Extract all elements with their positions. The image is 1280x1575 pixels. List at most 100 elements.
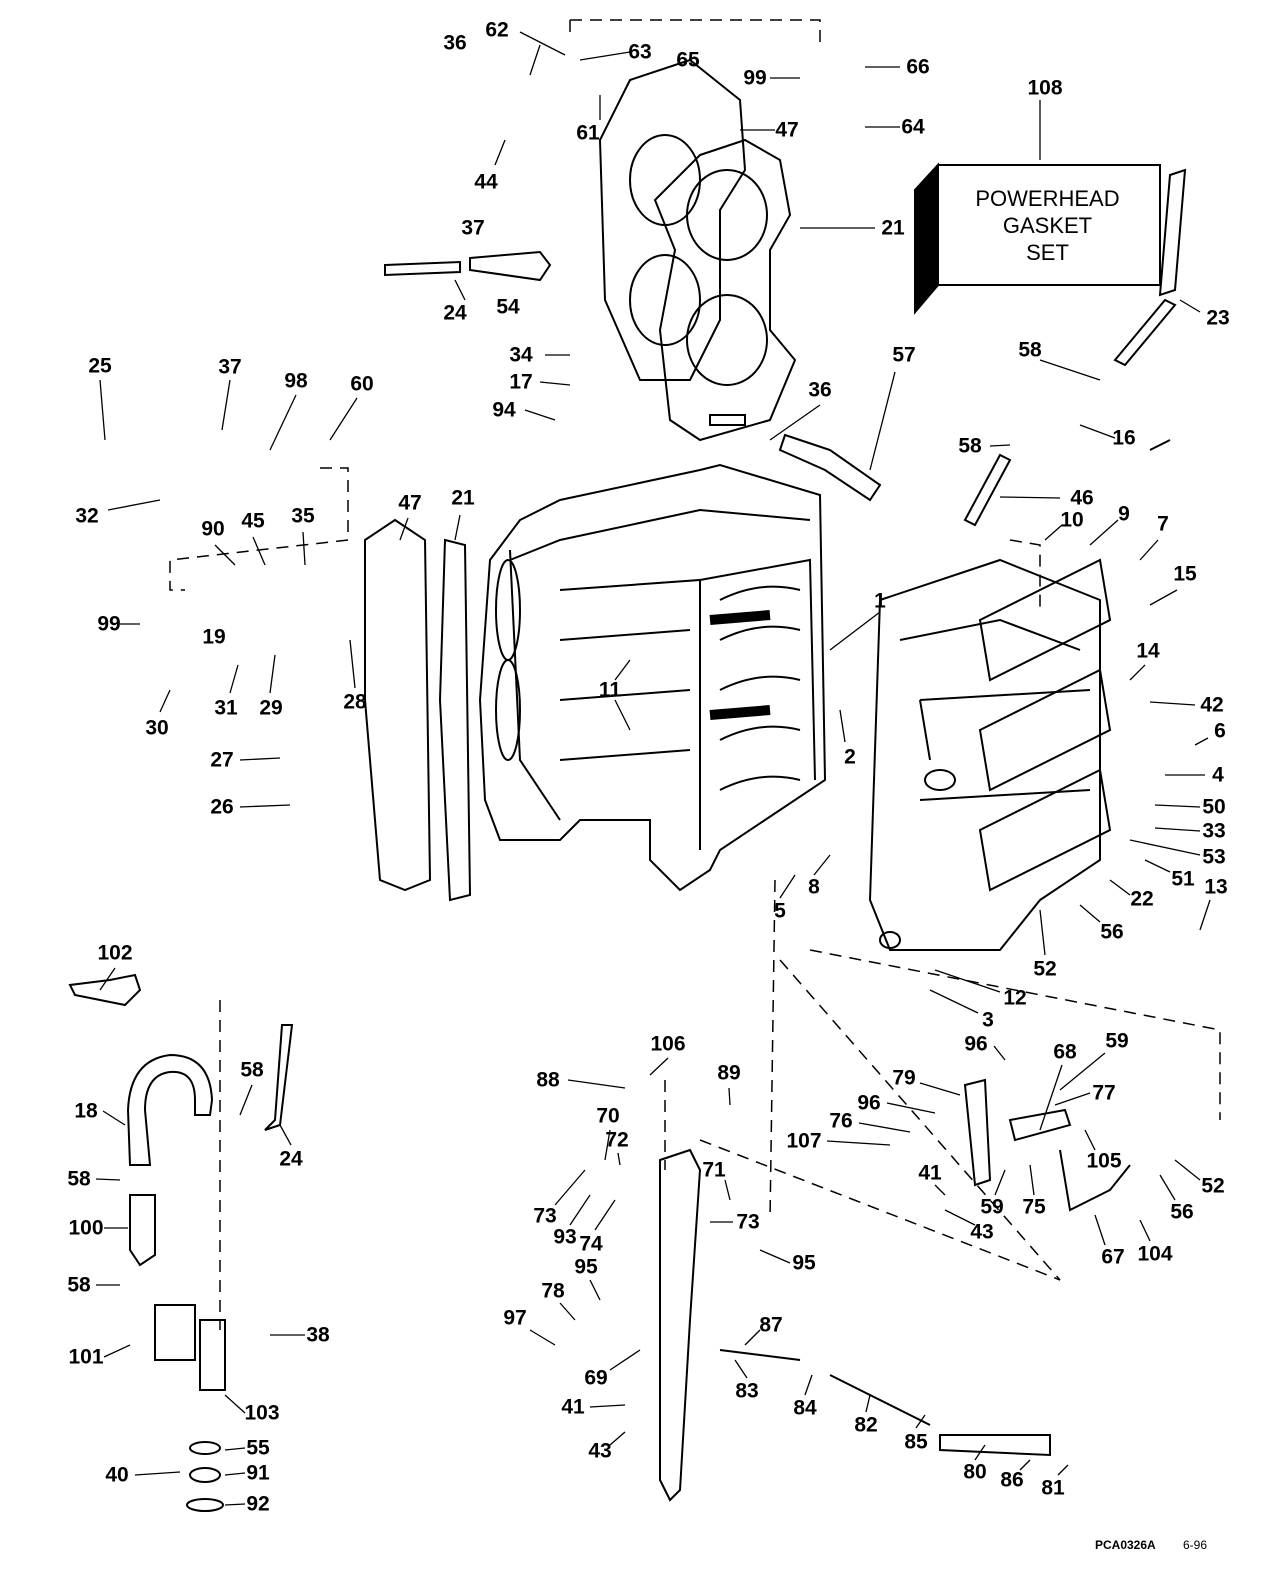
part-callout-79: 79: [892, 1066, 916, 1090]
part-callout-87: 87: [759, 1313, 783, 1337]
part-callout-100: 100: [68, 1216, 104, 1240]
part-callout-106: 106: [650, 1032, 686, 1056]
head-gasket: [653, 138, 797, 442]
part-callout-11: 11: [598, 678, 622, 702]
part-callout-61: 61: [576, 121, 600, 145]
part-callout-88: 88: [536, 1068, 560, 1092]
cylinder-head: [598, 58, 747, 381]
part-callout-70: 70: [596, 1104, 620, 1128]
part-callout-96: 96: [964, 1032, 988, 1056]
part-callout-42: 42: [1200, 693, 1224, 717]
part-callout-105: 105: [1086, 1149, 1122, 1173]
part-callout-62: 62: [485, 18, 509, 42]
part-callout-54: 54: [496, 295, 520, 319]
part-callout-74: 74: [579, 1232, 603, 1256]
part-callout-21: 21: [881, 216, 905, 240]
part-callout-5: 5: [774, 899, 786, 923]
part-callout-58: 58: [67, 1273, 91, 1297]
part-callout-81: 81: [1041, 1476, 1065, 1500]
part-callout-58: 58: [240, 1058, 264, 1082]
part-callout-78: 78: [541, 1279, 565, 1303]
part-callout-30: 30: [145, 716, 169, 740]
part-callout-104: 104: [1137, 1242, 1173, 1266]
part-callout-103: 103: [244, 1401, 280, 1425]
part-callout-41: 41: [561, 1395, 585, 1419]
part-callout-19: 19: [202, 625, 226, 649]
part-callout-15: 15: [1173, 562, 1197, 586]
part-callout-45: 45: [241, 509, 265, 533]
drawing-date: 6-96: [1183, 1538, 1208, 1552]
part-callout-26: 26: [210, 795, 234, 819]
part-callout-60: 60: [350, 372, 374, 396]
part-callout-67: 67: [1101, 1245, 1125, 1269]
part-callout-68: 68: [1053, 1040, 1077, 1064]
part-callout-69: 69: [584, 1366, 608, 1390]
part-callout-24: 24: [279, 1147, 303, 1171]
part-callout-56: 56: [1100, 920, 1124, 944]
part-callout-47: 47: [775, 118, 799, 142]
part-callout-33: 33: [1202, 819, 1226, 843]
hoses: [126, 168, 1187, 1166]
part-callout-28: 28: [343, 690, 367, 714]
part-callout-89: 89: [717, 1061, 741, 1085]
part-callout-24: 24: [443, 301, 467, 325]
part-callout-99: 99: [743, 66, 767, 90]
part-callout-72: 72: [605, 1128, 629, 1152]
part-callout-36: 36: [808, 378, 832, 402]
part-callout-59: 59: [1105, 1029, 1129, 1053]
part-callout-13: 13: [1204, 875, 1228, 899]
part-callout-58: 58: [67, 1167, 91, 1191]
part-callout-22: 22: [1130, 887, 1154, 911]
drawing-code: PCA0326A: [1095, 1538, 1156, 1552]
part-callout-51: 51: [1171, 867, 1195, 891]
part-callout-59: 59: [980, 1195, 1004, 1219]
part-callout-58: 58: [958, 434, 982, 458]
part-callout-84: 84: [793, 1396, 817, 1420]
part-callout-80: 80: [963, 1460, 987, 1484]
part-callout-8: 8: [808, 875, 820, 899]
part-callout-91: 91: [246, 1461, 270, 1485]
part-callout-9: 9: [1118, 502, 1130, 526]
part-callout-17: 17: [509, 370, 533, 394]
part-callout-43: 43: [588, 1439, 612, 1463]
cylinder-head-cover: [364, 518, 472, 902]
part-callout-107: 107: [786, 1129, 822, 1153]
part-callout-75: 75: [1022, 1195, 1046, 1219]
exhaust-manifold: [868, 558, 1112, 951]
part-callout-102: 102: [97, 941, 133, 965]
part-callout-95: 95: [792, 1251, 816, 1275]
part-callout-44: 44: [474, 170, 498, 194]
gasket-set-box-side: [914, 162, 939, 315]
part-callout-65: 65: [676, 48, 700, 72]
part-callout-25: 25: [88, 354, 112, 378]
leader-lines: [95, 31, 1211, 1506]
part-callout-92: 92: [246, 1492, 270, 1516]
part-callout-98: 98: [284, 369, 308, 393]
part-callout-77: 77: [1092, 1081, 1116, 1105]
part-callout-52: 52: [1201, 1174, 1225, 1198]
part-callout-82: 82: [854, 1413, 878, 1437]
part-callout-101: 101: [68, 1345, 104, 1369]
part-callout-52: 52: [1033, 957, 1057, 981]
part-callout-63: 63: [628, 40, 652, 64]
part-callout-90: 90: [201, 517, 225, 541]
part-callout-95: 95: [574, 1255, 598, 1279]
part-callout-10: 10: [1060, 508, 1084, 532]
dashed-reference-lines: [169, 19, 1221, 1330]
part-callout-93: 93: [553, 1225, 577, 1249]
part-callout-83: 83: [735, 1379, 759, 1403]
part-callout-27: 27: [210, 748, 234, 772]
part-callout-2: 2: [844, 745, 856, 769]
part-callout-99: 99: [97, 612, 121, 636]
part-callout-16: 16: [1112, 426, 1136, 450]
part-callout-41: 41: [918, 1161, 942, 1185]
part-callout-21: 21: [451, 486, 475, 510]
part-callout-86: 86: [1000, 1468, 1024, 1492]
part-callout-40: 40: [105, 1463, 129, 1487]
part-callout-53: 53: [1202, 845, 1226, 869]
linkage-parts: [68, 973, 1131, 1512]
part-callout-34: 34: [509, 343, 533, 367]
part-callout-7: 7: [1157, 512, 1169, 536]
